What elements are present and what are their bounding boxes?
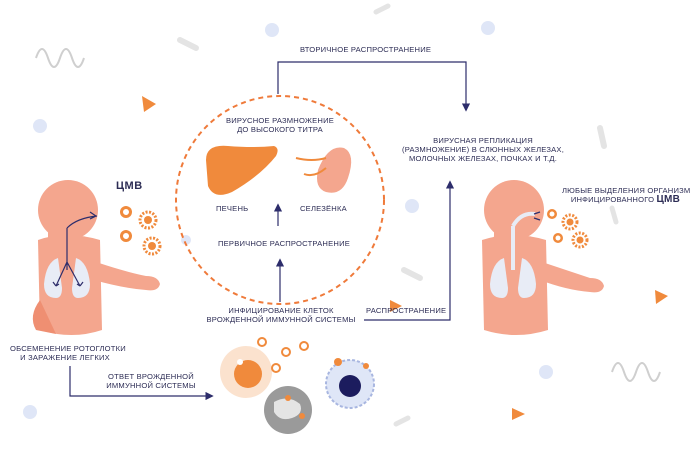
triangle-decoration [512, 408, 525, 420]
spleen-illustration [295, 147, 352, 193]
label-secondary-spread: ВТОРИЧНОЕ РАСПРОСТРАНЕНИЕ [300, 45, 432, 54]
label-secretions: ЛЮБЫЕ ВЫДЕЛЕНИЯ ОРГАНИЗМА, ИНФИЦИРОВАННО… [562, 186, 690, 205]
triangle-decoration [390, 300, 402, 312]
dash-decoration [177, 37, 199, 51]
liver-illustration [206, 145, 278, 195]
label-primary-spread: ПЕРВИЧНОЕ РАСПРОСТРАНЕНИЕ [218, 239, 350, 248]
left-person-illustration [32, 180, 160, 335]
label-viral-replication: ВИРУСНАЯ РЕПЛИКАЦИЯ (РАЗМНОЖЕНИЕ) В СЛЮН… [401, 136, 565, 163]
arrow-innate-response [69, 366, 214, 401]
label-spleen: СЕЛЕЗЁНКА [300, 204, 347, 213]
arrow-secondary-spread [277, 61, 471, 112]
dot-decoration [539, 365, 553, 379]
dash-decoration [401, 267, 423, 281]
dot-decoration [405, 199, 419, 213]
dot-decoration [481, 21, 495, 35]
dash-decoration [597, 125, 607, 149]
dash-decoration [609, 205, 619, 225]
squiggle-decoration [35, 48, 85, 68]
dash-decoration [393, 415, 411, 427]
label-cmv-right: ЦМВ [656, 194, 680, 205]
triangle-decoration [142, 96, 156, 112]
label-liver: ПЕЧЕНЬ [216, 204, 249, 213]
dot-decoration [33, 119, 47, 133]
label-seeding: ОБСЕМЕНЕНИЕ РОТОГЛОТКИ И ЗАРАЖЕНИЕ ЛЕГКИ… [10, 344, 126, 362]
right-virus-particles [547, 209, 589, 249]
arrow-spread [364, 180, 455, 321]
label-infection-cells: ИНФИЦИРОВАНИЕ КЛЕТОК ВРОЖДЕННОЙ ИММУННОЙ… [206, 306, 356, 324]
label-cmv-left: ЦМВ [116, 180, 143, 192]
right-person-illustration [482, 180, 604, 335]
dot-decoration [23, 405, 37, 419]
triangle-decoration [655, 290, 668, 304]
left-virus-particles [120, 206, 162, 256]
decorations [23, 3, 668, 427]
organ-circle [175, 95, 385, 305]
immune-cells-illustration [220, 337, 375, 434]
label-innate-response: ОТВЕТ ВРОЖДЕННОЙ ИММУННОЙ СИСТЕМЫ [106, 372, 196, 390]
label-viral-reproduction: ВИРУСНОЕ РАЗМНОЖЕНИЕ ДО ВЫСОКОГО ТИТРА [225, 116, 335, 134]
squiggle-decoration [611, 362, 661, 382]
dot-decoration [265, 23, 279, 37]
dash-decoration [373, 3, 391, 15]
dot-decoration [181, 235, 191, 245]
label-spread: РАСПРОСТРАНЕНИЕ [366, 306, 447, 315]
